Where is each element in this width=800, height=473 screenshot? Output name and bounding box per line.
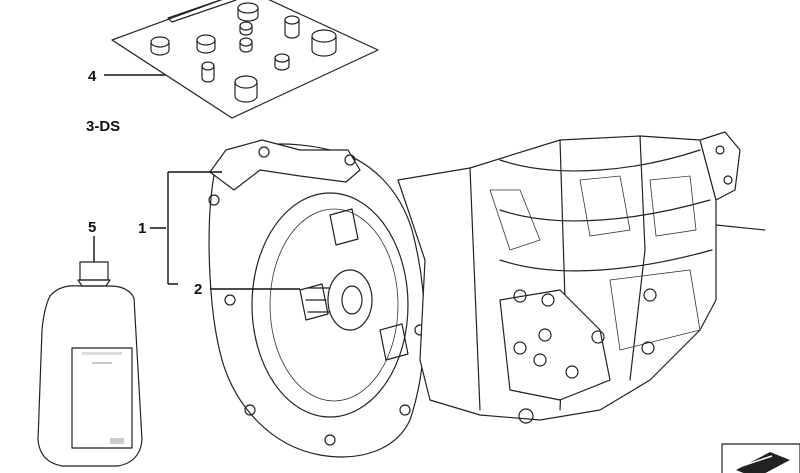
callout-label-5: 5 <box>88 219 96 236</box>
callout-line-1 <box>150 171 222 285</box>
callout-label-4: 4 <box>88 68 97 85</box>
arrow-badge-icon <box>721 443 800 473</box>
transmission-illustration <box>208 131 766 458</box>
group-label: 3-DS <box>86 118 120 135</box>
oil-bottle-illustration <box>37 261 143 467</box>
seal-kit-illustration <box>111 0 379 119</box>
callout-label-1: 1 <box>138 220 146 237</box>
callout-label-2: 2 <box>194 281 202 298</box>
